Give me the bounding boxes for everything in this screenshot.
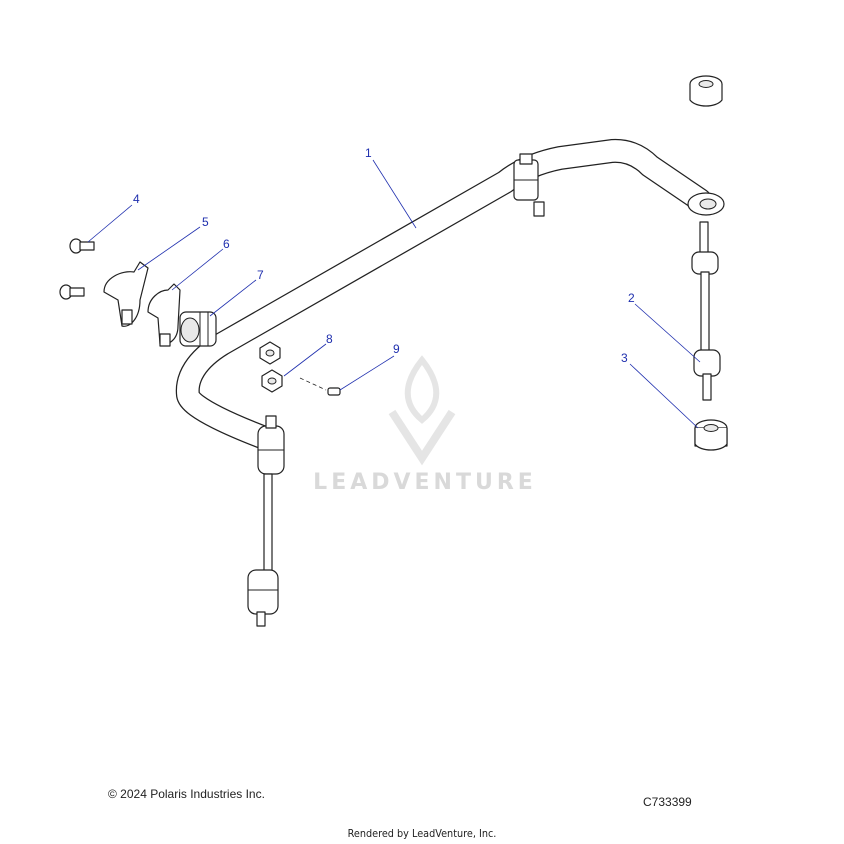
diagram-id: C733399 (643, 795, 692, 809)
callout-6-label: 6 (223, 237, 230, 251)
leadventure-logo-watermark (388, 355, 456, 466)
bolt-lower[interactable] (59, 284, 85, 300)
clamp-inner[interactable] (147, 283, 181, 347)
watermark-text: LEADVENTURE (313, 470, 537, 495)
copyright-notice: © 2024 Polaris Industries Inc. (108, 787, 265, 801)
callout-5-label: 5 (202, 215, 209, 229)
right-bushing-bracket[interactable] (513, 153, 545, 217)
bolt-upper[interactable] (69, 238, 95, 254)
clamp-outer[interactable] (103, 261, 149, 327)
left-stabilizer-link[interactable] (247, 415, 285, 627)
link-bushing[interactable] (694, 419, 728, 451)
callout-5[interactable]: 5 (137, 215, 209, 271)
nut-upper[interactable] (259, 341, 281, 365)
spare-bushing[interactable] (689, 75, 723, 107)
callout-2[interactable]: 2 (628, 291, 701, 363)
grease-fitting[interactable] (299, 377, 341, 396)
callout-6[interactable]: 6 (171, 237, 230, 291)
callout-1-label: 1 (365, 146, 372, 160)
right-stabilizer-link[interactable] (691, 221, 721, 401)
stabilizer-bar[interactable] (175, 138, 725, 452)
callout-8[interactable]: 8 (283, 332, 333, 377)
callout-3-label: 3 (621, 351, 628, 365)
callout-2-label: 2 (628, 291, 635, 305)
callout-4-label: 4 (133, 192, 140, 206)
callout-4[interactable]: 4 (87, 192, 140, 243)
rendered-by-note: Rendered by LeadVenture, Inc. (347, 827, 497, 840)
callout-3[interactable]: 3 (621, 351, 699, 429)
callout-1[interactable]: 1 (365, 146, 417, 229)
callout-7-label: 7 (257, 268, 264, 282)
callout-8-label: 8 (326, 332, 333, 346)
callout-7[interactable]: 7 (209, 268, 264, 317)
callout-9-label: 9 (393, 342, 400, 356)
callout-9[interactable]: 9 (339, 342, 400, 391)
nut-lower[interactable] (261, 369, 283, 393)
bushing[interactable] (179, 311, 217, 347)
